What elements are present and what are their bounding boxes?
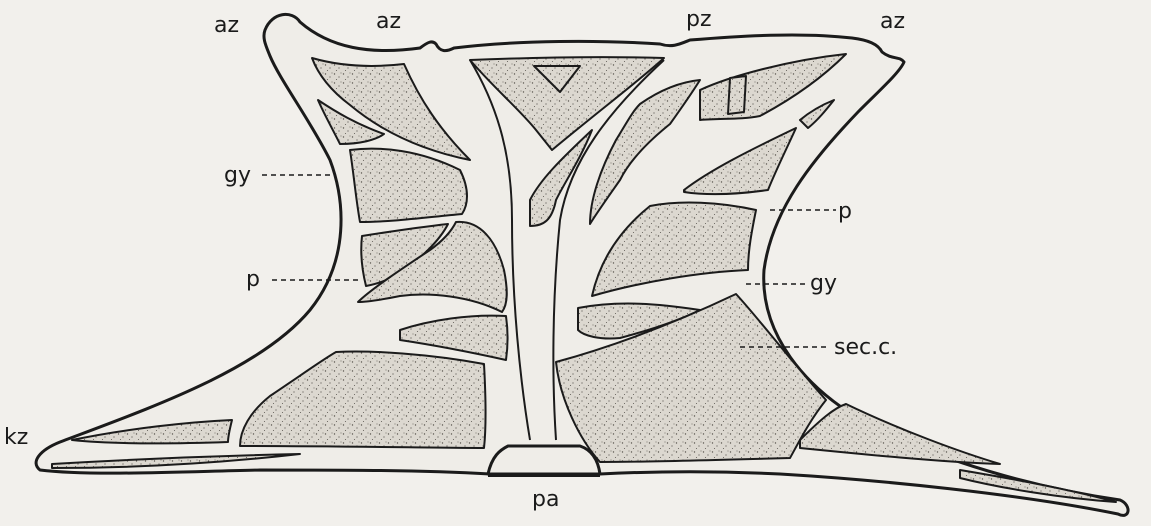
label-gy-right: gy — [810, 271, 837, 296]
label-sec-c: sec.c. — [834, 335, 897, 360]
label-p-right: p — [838, 199, 852, 224]
label-az-right: az — [880, 9, 905, 34]
pa-base — [488, 446, 600, 474]
label-az-center: az — [376, 9, 401, 34]
label-pa: pa — [532, 487, 559, 512]
cell — [728, 76, 746, 114]
label-pz: pz — [686, 7, 712, 32]
label-gy-left: gy — [224, 163, 251, 188]
label-kz: kz — [4, 425, 28, 450]
label-p-left: p — [246, 267, 260, 292]
label-az-left: az — [214, 13, 239, 38]
